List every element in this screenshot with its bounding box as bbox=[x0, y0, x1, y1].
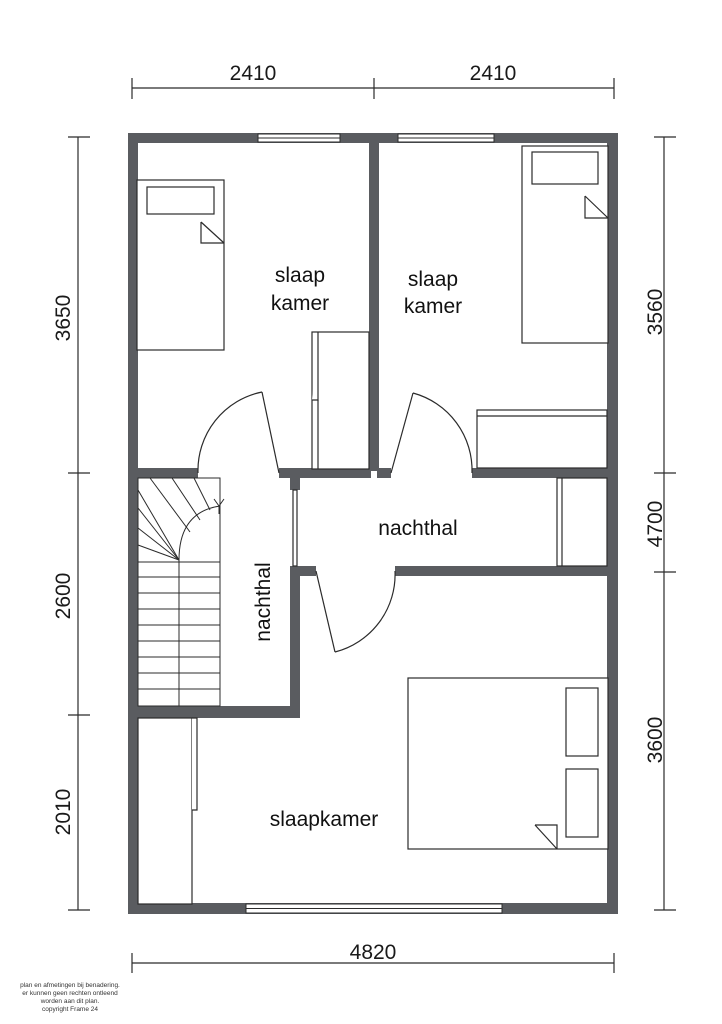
wardrobe-main-bedroom bbox=[137, 717, 193, 905]
dimension-right-bottom: 3600 bbox=[644, 717, 667, 764]
room-label-landing-horizontal: nachthal bbox=[378, 517, 457, 540]
staircase bbox=[137, 477, 225, 707]
room-label-bedroom-main: slaapkamer bbox=[270, 808, 379, 831]
dimension-left-bottom: 2010 bbox=[52, 789, 75, 836]
windows bbox=[245, 133, 503, 914]
pillow-icon bbox=[565, 768, 599, 838]
doors bbox=[197, 391, 473, 653]
disclaimer-line: plan en afmetingen bij benadering. bbox=[20, 982, 120, 989]
room-label-bedroom-2-line1: slaap bbox=[408, 268, 458, 291]
room-label-bedroom-2-line2: kamer bbox=[404, 295, 462, 318]
door-bedroom-main bbox=[334, 570, 396, 653]
pillow-icon bbox=[565, 687, 599, 757]
disclaimer-line: er kunnen geen rechten ontleend bbox=[22, 990, 118, 997]
dimension-bottom: 4820 bbox=[350, 941, 397, 964]
dimension-left-top: 3650 bbox=[52, 295, 75, 342]
dimension-lines bbox=[68, 78, 676, 973]
pillow-icon bbox=[531, 151, 599, 185]
pillow-icon bbox=[146, 186, 215, 215]
disclaimer-line: copyright Frame 24 bbox=[42, 1006, 98, 1013]
cabinet-bedroom-2 bbox=[476, 409, 608, 469]
disclaimer: plan en afmetingen bij benadering. er ku… bbox=[0, 982, 140, 1014]
room-label-landing-vertical: nachthal bbox=[252, 562, 275, 641]
door-bedroom-2 bbox=[412, 392, 473, 474]
door-bedroom-1 bbox=[197, 391, 263, 474]
dimension-top-left: 2410 bbox=[230, 62, 277, 85]
wardrobe-bedroom-1 bbox=[311, 331, 370, 470]
dimension-right-top: 3560 bbox=[644, 289, 667, 336]
dimension-right-middle: 4700 bbox=[644, 501, 667, 548]
room-label-bedroom-1-line2: kamer bbox=[271, 292, 329, 315]
dimension-top-right: 2410 bbox=[470, 62, 517, 85]
dimension-left-middle: 2600 bbox=[52, 573, 75, 620]
furniture bbox=[136, 145, 609, 905]
landing-cabinet bbox=[556, 477, 608, 567]
room-label-bedroom-1-line1: slaap bbox=[275, 264, 325, 287]
disclaimer-line: worden aan dit plan. bbox=[40, 998, 100, 1005]
